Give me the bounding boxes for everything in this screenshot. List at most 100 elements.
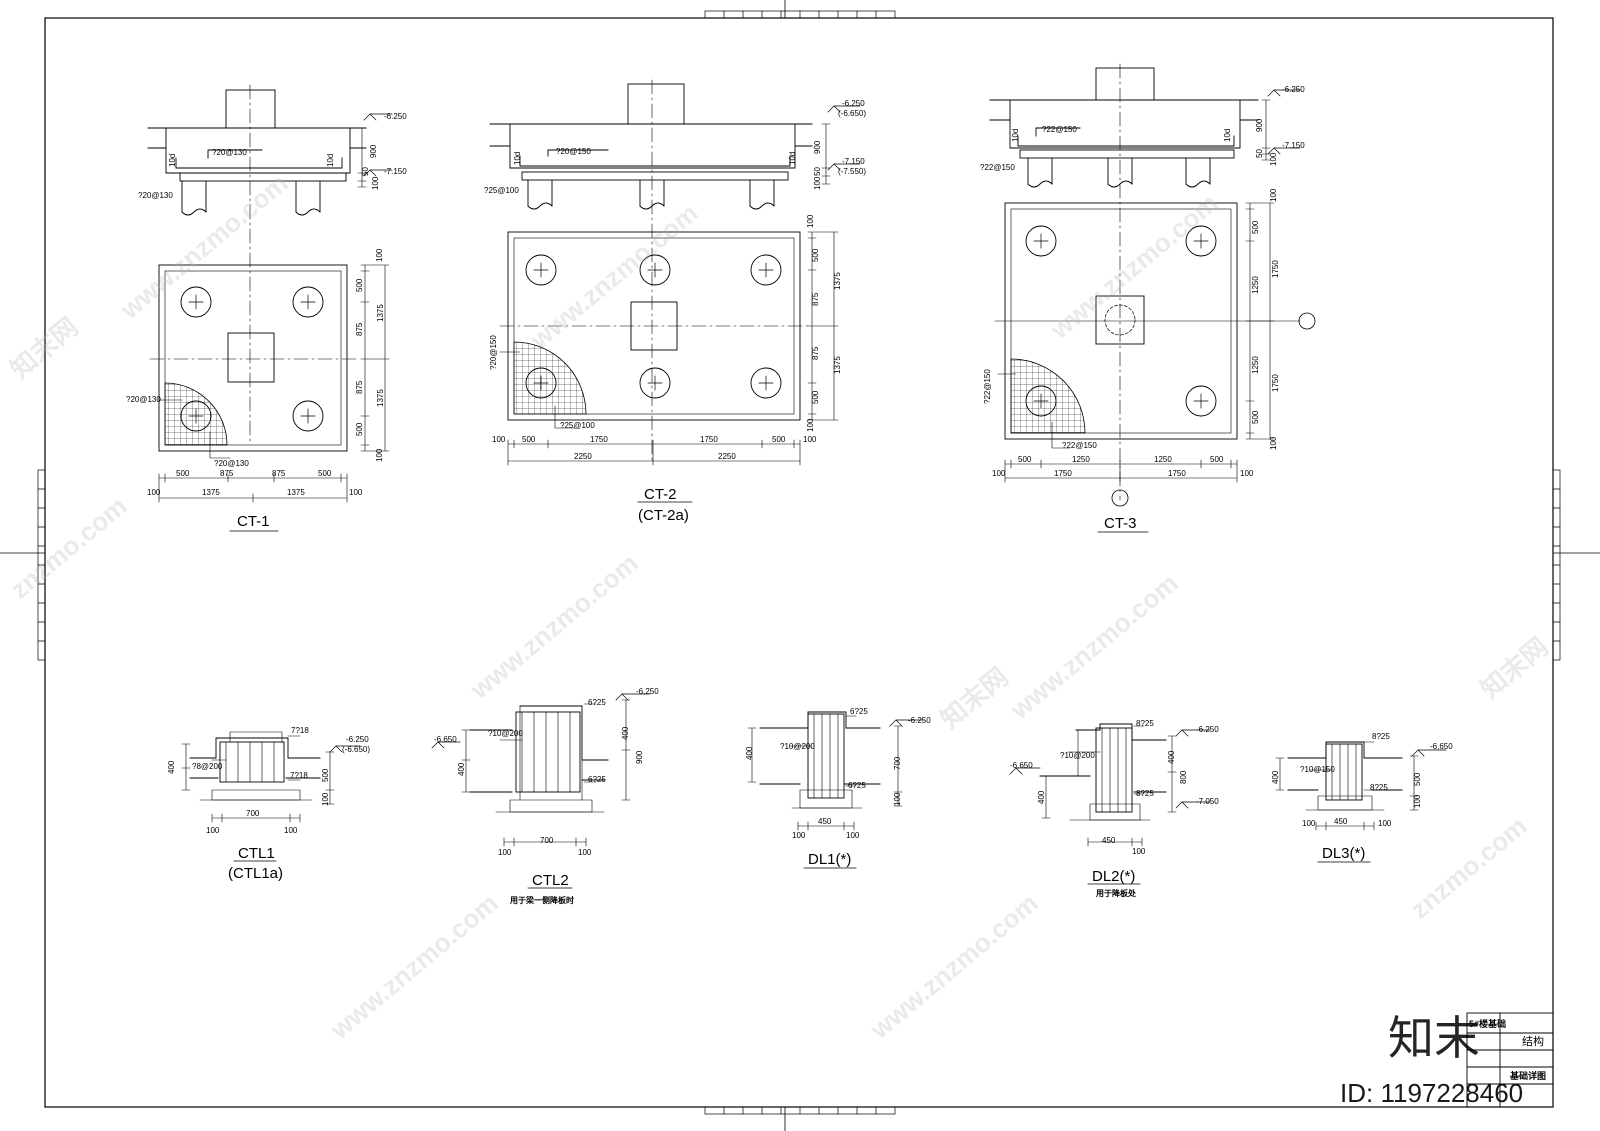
ctl1-title: CTL1 [238, 845, 275, 862]
ct1-plan [149, 264, 361, 459]
ct2-bot-elev: -7.150 [842, 157, 865, 166]
title-block: 5#楼基础 结构 基础详图 [1466, 1012, 1554, 1108]
watermark-text: 知末网 [1475, 631, 1554, 704]
ct1-dim-b2-1: 1375 [202, 488, 220, 497]
ct1-dim-r1-0: 100 [375, 248, 384, 262]
ctl1-dim-r: 100 [284, 826, 298, 835]
dl3-detail: -6.650 8?25 8?25 ?10@150 400 500 100 450… [1271, 732, 1453, 863]
dl2-elev-b: -6.650 [1010, 761, 1033, 770]
ct3-bot-elev: -7.150 [1282, 141, 1305, 150]
dl3-title: DL3(*) [1322, 845, 1365, 862]
ct3-dim-lines [1004, 202, 1275, 483]
ct2-dim-r1-2: 875 [811, 292, 820, 306]
dl1-dim-r: 100 [846, 831, 860, 840]
watermark-logo: 知末 [1388, 1012, 1480, 1064]
ct1-dim-900: 900 [369, 144, 378, 158]
dl3-dim-w: 450 [1334, 817, 1348, 826]
ct1-dim-b1-0: 500 [176, 469, 190, 478]
ct3-rebar-top: ?22@150 [1042, 125, 1077, 134]
ctl1-elev: -6.250 [346, 735, 369, 744]
ctl1-title-alt: (CTL1a) [228, 865, 283, 882]
dl2-dim-800: 800 [1179, 770, 1188, 784]
dl2-detail: -6.250 -6.650 -7.050 8?25 8?25 ?10@200 4… [1009, 719, 1219, 898]
ct2-dim-r1-4: 500 [811, 390, 820, 404]
ct3-10d-right: 10d [1223, 129, 1232, 142]
ct1-section [147, 84, 393, 446]
ct2-plan [499, 231, 811, 429]
ct3-dim-r1-0: 100 [1269, 188, 1278, 202]
ct2-title: CT-2 [644, 486, 677, 503]
dl1-dim-w: 450 [818, 817, 832, 826]
ct1-dim-r1-1: 500 [355, 278, 364, 292]
dl2-stirrup: ?10@200 [1060, 751, 1095, 760]
ctl2-dim-r: 100 [578, 848, 592, 857]
dl3-dim-100: 100 [1413, 794, 1422, 808]
ct2-bot-elev-alt: (-7.550) [838, 167, 866, 176]
ct3-10d-left: 10d [1011, 129, 1020, 142]
watermark-text: www.znzmo.com [864, 888, 1044, 1046]
ct3-rebar-bot: ?22@150 [980, 163, 1015, 172]
title-project: 5#楼基础 [1469, 1018, 1506, 1029]
dl2-section [1009, 723, 1211, 847]
watermark-text: www.znzmo.com [1044, 188, 1224, 346]
ctl2-dim-l: 100 [498, 848, 512, 857]
ct2-rebar-bot: ?25@100 [484, 186, 519, 195]
ctl2-dim-400b: 400 [457, 762, 466, 776]
ct2-title-alt: (CT-2a) [638, 507, 689, 524]
ct3-dim-r1-5: 100 [1269, 436, 1278, 450]
ct2-dim-r1-5: 100 [806, 418, 815, 432]
ctl2-detail: -6.250 -6.650 6?25 6?25 ?10@200 400 400 … [431, 687, 659, 905]
dl3-elev: -6.650 [1430, 742, 1453, 751]
ct1-dim-r1-5: 100 [375, 448, 384, 462]
ct2-dim-900: 900 [813, 140, 822, 154]
ct3-dim-b1-1: 1250 [1072, 455, 1090, 464]
ct3-dim-100: 100 [1269, 152, 1278, 166]
ct3-dim-r2-1: 1750 [1271, 374, 1280, 392]
ct2-dim-b1-0: 100 [492, 435, 506, 444]
ct1-dim-r2-0: 1375 [376, 304, 385, 322]
dl1-title: DL1(*) [808, 851, 851, 868]
ct2-top-elev: -6.250 [842, 99, 865, 108]
ct2-dim-100: 100 [813, 176, 822, 190]
ct1-dim-b2-0: 100 [147, 488, 161, 497]
dl3-dim-500: 500 [1413, 772, 1422, 786]
ct3-plan-rebar-b: ?22@150 [1062, 441, 1097, 450]
ct2-dim-r1-3: 875 [811, 346, 820, 360]
dl1-dim-400: 400 [745, 746, 754, 760]
ct1-bot-elev: -7.150 [384, 167, 407, 176]
ct2-10d-left: 10d [513, 152, 522, 165]
ct3-dim-b1-3: 500 [1210, 455, 1224, 464]
dl2-note: 用于降板处 [1095, 888, 1137, 898]
dl3-stirrup: ?10@150 [1300, 765, 1335, 774]
ct2-dim-r1-0: 100 [806, 214, 815, 228]
dl2-dim-400b: 400 [1037, 790, 1046, 804]
dl1-section [747, 711, 925, 831]
ct3-dim-b2-0: 100 [992, 469, 1006, 478]
dl1-rebar-top: 6?25 [850, 707, 868, 716]
dl2-rebar-bot: 8?25 [1136, 789, 1154, 798]
ctl1-detail: -6.250 (-6.650) 7?18 7?18 ?8@200 400 500… [167, 726, 370, 882]
ctl1-dim-400: 400 [167, 760, 176, 774]
ct2-dim-lines [507, 231, 839, 466]
ctl2-elev-a: -6.250 [636, 687, 659, 696]
ctl2-note: 用于梁一侧降板时 [509, 895, 574, 905]
ct2-detail: -6.250 (-6.650) -7.150 (-7.550) 900 50 1… [484, 79, 866, 524]
ct1-dim-100: 100 [371, 176, 380, 190]
ct3-dim-r1-3: 1250 [1251, 356, 1260, 374]
dl1-rebar-bot: 6?25 [848, 781, 866, 790]
ct1-dim-b2-3: 100 [349, 488, 363, 497]
ct3-section [989, 63, 1301, 501]
ct3-dim-r1-2: 1250 [1251, 276, 1260, 294]
ct2-dim-b1-5: 100 [803, 435, 817, 444]
ct3-top-elev: -6.250 [1282, 85, 1305, 94]
ct1-dim-b1-1: 875 [220, 469, 234, 478]
ct1-detail: -6.250 -7.150 900 50 100 10d 10d ?20@130… [126, 84, 407, 532]
ct2-plan-rebar-b: ?25@100 [560, 421, 595, 430]
ct3-plan [994, 202, 1316, 507]
dl2-elev-a: -6.250 [1196, 725, 1219, 734]
dl2-dim-r: 100 [1132, 847, 1146, 856]
dl2-dim-400a: 400 [1167, 750, 1176, 764]
ct3-dim-b1-0: 500 [1018, 455, 1032, 464]
watermark-id: ID: 1197228460 [1340, 1078, 1523, 1108]
